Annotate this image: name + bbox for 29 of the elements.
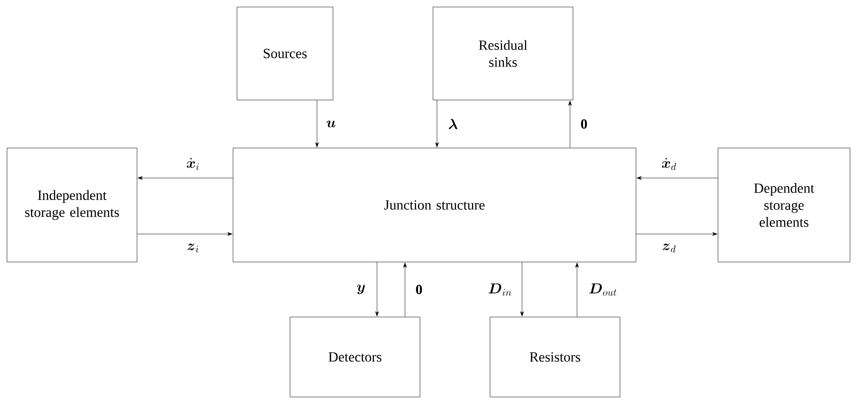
process-box: Dependent storage elements [718,148,850,262]
process-box: Resistors [490,316,620,398]
edge-label: $\boldsymbol{u}$ [325,120,337,128]
edge-label: $\boldsymbol{D}_{out}$ [588,282,618,296]
process-box: Independent storage elements [6,148,138,262]
arrow [520,262,524,316]
arrow [137,232,232,236]
arrow [636,176,718,180]
edge-label: $\boldsymbol{D}_{in}$ [487,282,513,296]
edge-label: $\dot{\boldsymbol{x}}_d$ [660,157,678,171]
arrow [403,262,407,317]
edge-label: $\mathbf{0}$ [580,118,588,130]
arrow [575,262,579,317]
edge-label: $\dot{\boldsymbol{x}}_i$ [185,157,201,171]
edge-label: $\boldsymbol{\lambda}$ [447,118,459,130]
process-box: Sources [236,6,334,100]
edge-label: $\boldsymbol{z}_i$ [186,242,200,254]
arrow [315,100,319,148]
edge-label: $\boldsymbol{y}$ [356,284,367,296]
arrow [636,232,718,236]
edge-label: $\mathbf{0}$ [414,284,424,296]
arrow [375,262,379,316]
process-box: Detectors [290,316,420,398]
process-box: Junction structure [232,148,636,262]
arrow [138,176,233,180]
arrow [435,100,439,148]
edge-label: $\boldsymbol{z}_d$ [660,242,678,254]
process-box: Residual sinks [432,6,574,100]
arrow [568,100,572,148]
